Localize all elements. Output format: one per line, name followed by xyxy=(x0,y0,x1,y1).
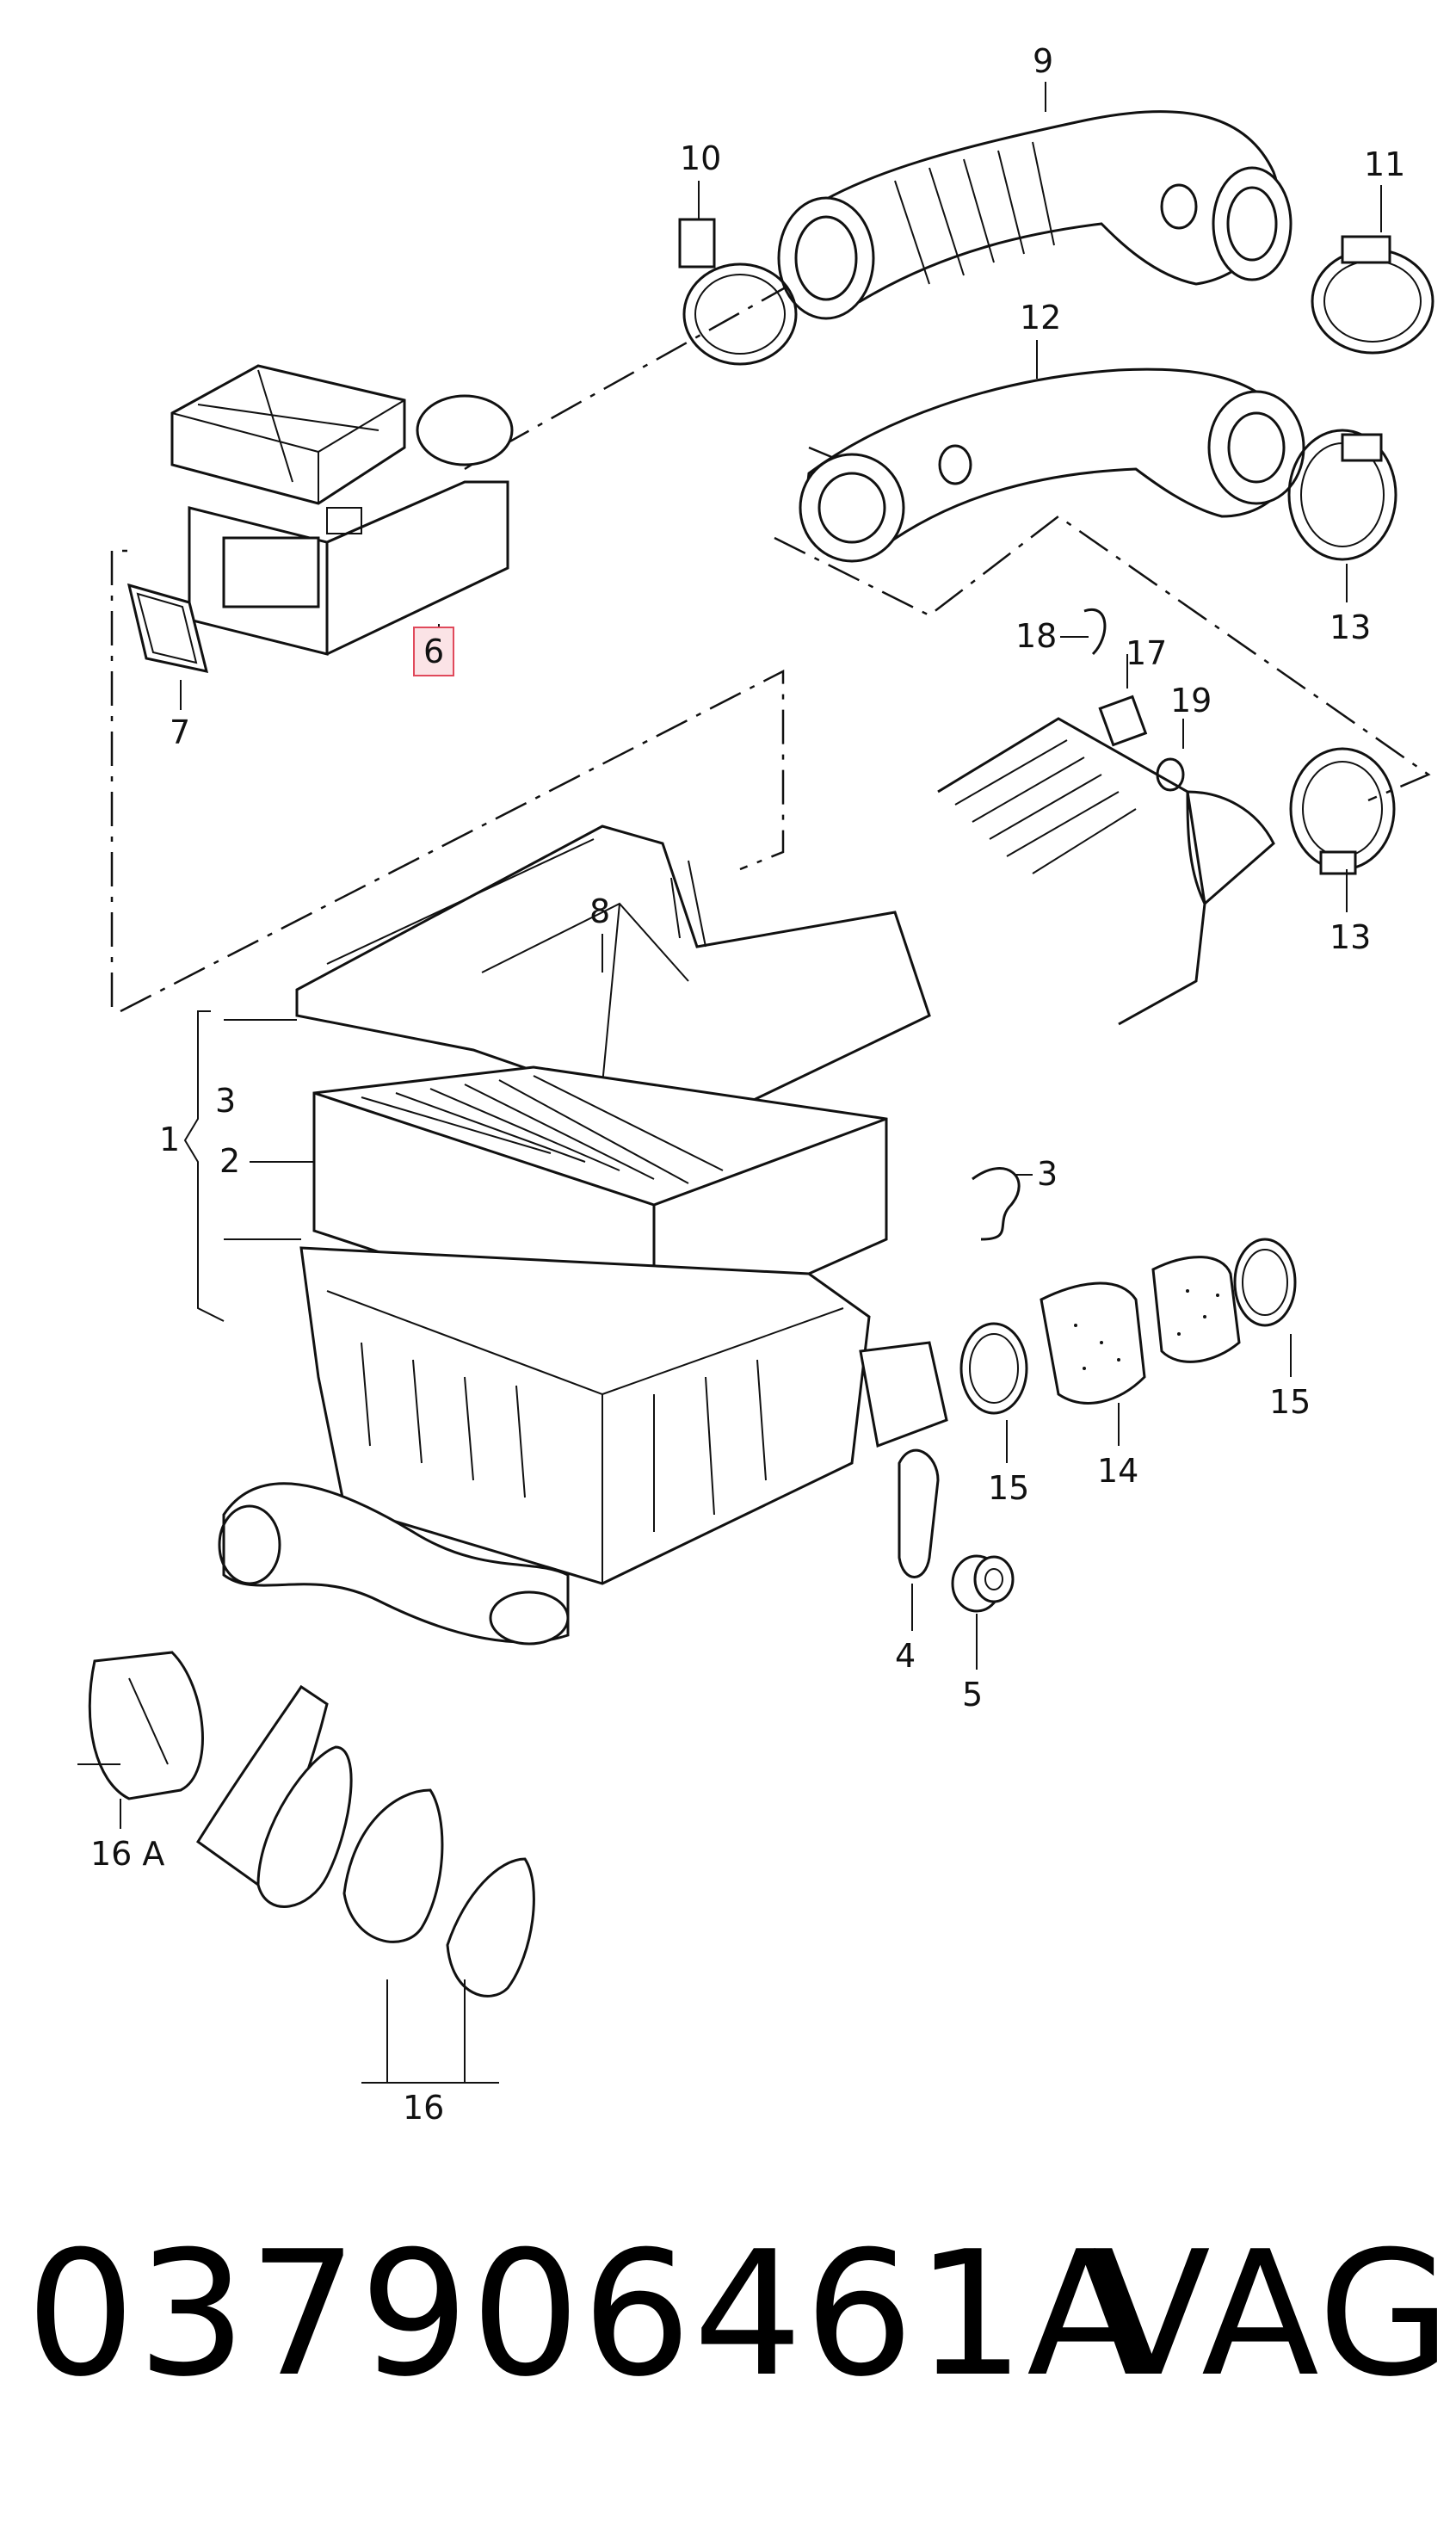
gasket-part-7 xyxy=(126,583,209,673)
callout-16: 16 xyxy=(403,2089,445,2127)
seal-part-4 xyxy=(898,1448,940,1578)
clamp-part-13-lower xyxy=(1289,747,1396,875)
callout-19: 19 xyxy=(1170,682,1212,719)
callout-9: 9 xyxy=(1033,42,1054,80)
callout-17: 17 xyxy=(1126,634,1168,672)
callout-6-highlighted[interactable]: 6 xyxy=(413,627,455,676)
callout-15-right: 15 xyxy=(1269,1383,1311,1421)
callout-7: 7 xyxy=(170,713,191,751)
airflow-meter-part-6 xyxy=(170,364,514,656)
callout-13-lower: 13 xyxy=(1330,918,1372,956)
grommet-part-5 xyxy=(951,1554,1015,1613)
engine-cover-partial xyxy=(937,717,1206,1026)
callout-14: 14 xyxy=(1097,1452,1139,1490)
hose-part-12 xyxy=(799,367,1305,563)
brand-name: VAG xyxy=(1093,2214,1453,2415)
housing-bottom-part-1 xyxy=(218,1246,948,1646)
clamp-part-11 xyxy=(1311,235,1434,355)
callout-2: 2 xyxy=(219,1142,241,1180)
hose-part-14 xyxy=(1040,1256,1241,1405)
clip-part-3 xyxy=(972,1167,1021,1241)
clamp-part-13-upper xyxy=(1287,429,1397,561)
callout-5: 5 xyxy=(962,1676,984,1714)
part-caption: 037906461A VAG xyxy=(26,2214,1451,2487)
callout-1: 1 xyxy=(159,1121,181,1158)
callout-18: 18 xyxy=(1015,617,1058,655)
callout-13-upper: 13 xyxy=(1330,608,1372,646)
sensor-parts-17-18-19 xyxy=(1083,608,1275,906)
callout-10: 10 xyxy=(680,139,722,177)
callout-16a: 16 A xyxy=(90,1835,165,1873)
callout-4: 4 xyxy=(895,1637,916,1675)
clamp-part-10 xyxy=(678,218,798,366)
clamp-part-15-left xyxy=(959,1322,1028,1415)
parts-diagram xyxy=(77,82,1434,2084)
callout-8: 8 xyxy=(589,892,611,930)
callout-3-clip: 3 xyxy=(1037,1155,1058,1193)
callout-3-housing: 3 xyxy=(215,1082,237,1120)
part-number: 037906461A xyxy=(26,2214,1147,2415)
intake-part-16a xyxy=(77,1651,204,1800)
callout-15-left: 15 xyxy=(988,1469,1030,1507)
callout-11: 11 xyxy=(1364,145,1406,183)
clamp-part-15-right xyxy=(1233,1238,1297,1327)
filter-panels-part-16 xyxy=(195,1684,535,2084)
callout-12: 12 xyxy=(1020,299,1062,337)
hose-part-9 xyxy=(777,110,1293,320)
